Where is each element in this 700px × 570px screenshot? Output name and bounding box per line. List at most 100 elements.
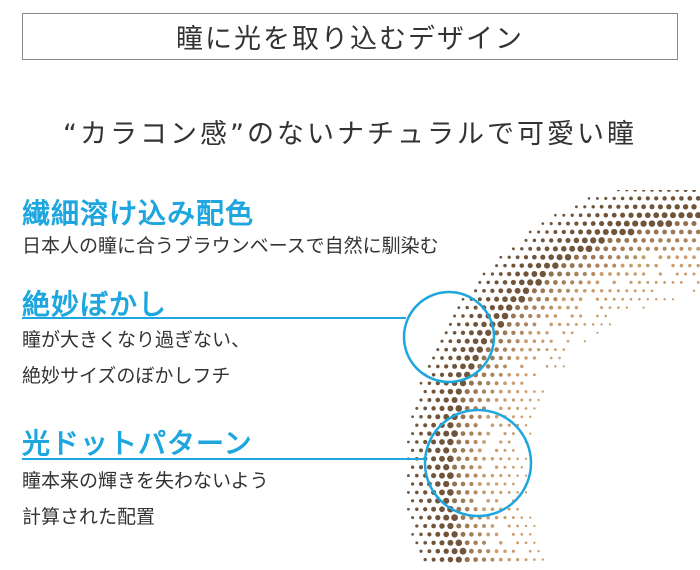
lens-dot (469, 414, 474, 420)
lens-dot (540, 254, 546, 260)
lens-dot (499, 423, 503, 427)
lens-dot (447, 556, 454, 563)
lens-dot (494, 347, 499, 352)
lens-dot (642, 306, 645, 309)
lens-dot (662, 246, 667, 251)
lens-dot (566, 322, 570, 326)
lens-dot (507, 356, 512, 360)
lens-dot (451, 531, 458, 538)
lens-dot (621, 297, 624, 301)
lens-dot (515, 255, 520, 260)
lens-dot (474, 289, 478, 293)
lens-dot (641, 238, 646, 243)
lens-dot (675, 272, 679, 276)
lens-dot (494, 465, 499, 469)
lens-dot (427, 532, 432, 537)
lens-dot (632, 238, 638, 243)
lens-dot (423, 423, 428, 428)
lens-dot (646, 280, 650, 284)
lens-dot (554, 365, 557, 368)
lens-dot (587, 280, 591, 285)
lens-dot (578, 297, 583, 301)
lens-dot (653, 229, 659, 235)
lens-dot (570, 297, 575, 302)
lens-dot (481, 557, 487, 562)
lens-dot (566, 221, 570, 226)
lens-dot (460, 363, 466, 370)
lens-dot (507, 423, 511, 427)
lens-dot (468, 363, 475, 370)
lens-dot (548, 288, 554, 294)
lens-dot (419, 415, 423, 419)
lens-dot (455, 539, 463, 547)
lens-dot (444, 364, 449, 369)
lens-dot (490, 507, 495, 511)
lens-dot (511, 516, 515, 520)
lens-dot (552, 246, 559, 252)
lens-dot (623, 220, 630, 227)
lens-dot (507, 440, 511, 444)
lens-dot (524, 558, 528, 562)
lens-dot (507, 490, 511, 494)
lens-dot (494, 381, 499, 386)
lens-dot (499, 541, 503, 545)
lens-dot (549, 322, 553, 327)
lens-dot (528, 246, 533, 251)
lens-dot (486, 482, 491, 486)
lens-dot (494, 482, 499, 486)
lens-dot (443, 548, 449, 554)
lens-dot (473, 557, 478, 562)
lens-dot (583, 340, 586, 343)
lens-dot (625, 190, 629, 192)
lens-dot (658, 272, 663, 276)
lens-dot (516, 406, 520, 410)
lens-dot (523, 271, 529, 277)
lens-dot (666, 190, 671, 192)
lens-dot (636, 212, 643, 218)
lens-dot (447, 522, 454, 530)
lens-dot (583, 323, 587, 326)
lens-dot (498, 272, 503, 276)
lens-dot (455, 405, 463, 412)
lens-dot (499, 457, 503, 461)
lens-dot (632, 204, 638, 210)
lens-dot (435, 464, 441, 470)
lens-dot (687, 229, 693, 235)
lens-dot (452, 330, 457, 335)
lens-dot (603, 263, 608, 268)
lens-dot (427, 364, 431, 368)
lens-dot (473, 473, 478, 478)
lens-dot (486, 381, 491, 386)
lens-dot (540, 305, 545, 310)
lens-dot (427, 498, 432, 504)
lens-dot (511, 263, 516, 268)
lens-dot (427, 515, 432, 520)
lens-dot (464, 473, 470, 478)
lens-dot (427, 549, 432, 554)
lens-dot (674, 221, 680, 227)
lens-dot (477, 380, 483, 386)
lens-dot (578, 229, 584, 235)
lens-dot (435, 414, 441, 420)
lens-dot (671, 246, 675, 251)
lens-dot (443, 397, 449, 403)
lens-dot (574, 288, 579, 293)
lens-dot (696, 263, 700, 268)
lens-dot (536, 347, 541, 352)
lens-dot (554, 213, 557, 217)
lens-dot (556, 254, 563, 261)
lens-dot (535, 279, 542, 286)
lens-dot (502, 280, 508, 285)
lens-dot (649, 238, 655, 243)
lens-dot (473, 523, 478, 529)
lens-dot (440, 339, 444, 343)
lens-dot (674, 204, 680, 210)
lens-dot (529, 432, 532, 435)
lens-dot (459, 547, 467, 555)
lens-dot (599, 204, 604, 209)
lens-dot (570, 280, 575, 285)
lens-dot (625, 306, 629, 309)
lens-dot (439, 439, 445, 445)
lens-dot (562, 348, 566, 351)
lens-dot (545, 230, 549, 234)
